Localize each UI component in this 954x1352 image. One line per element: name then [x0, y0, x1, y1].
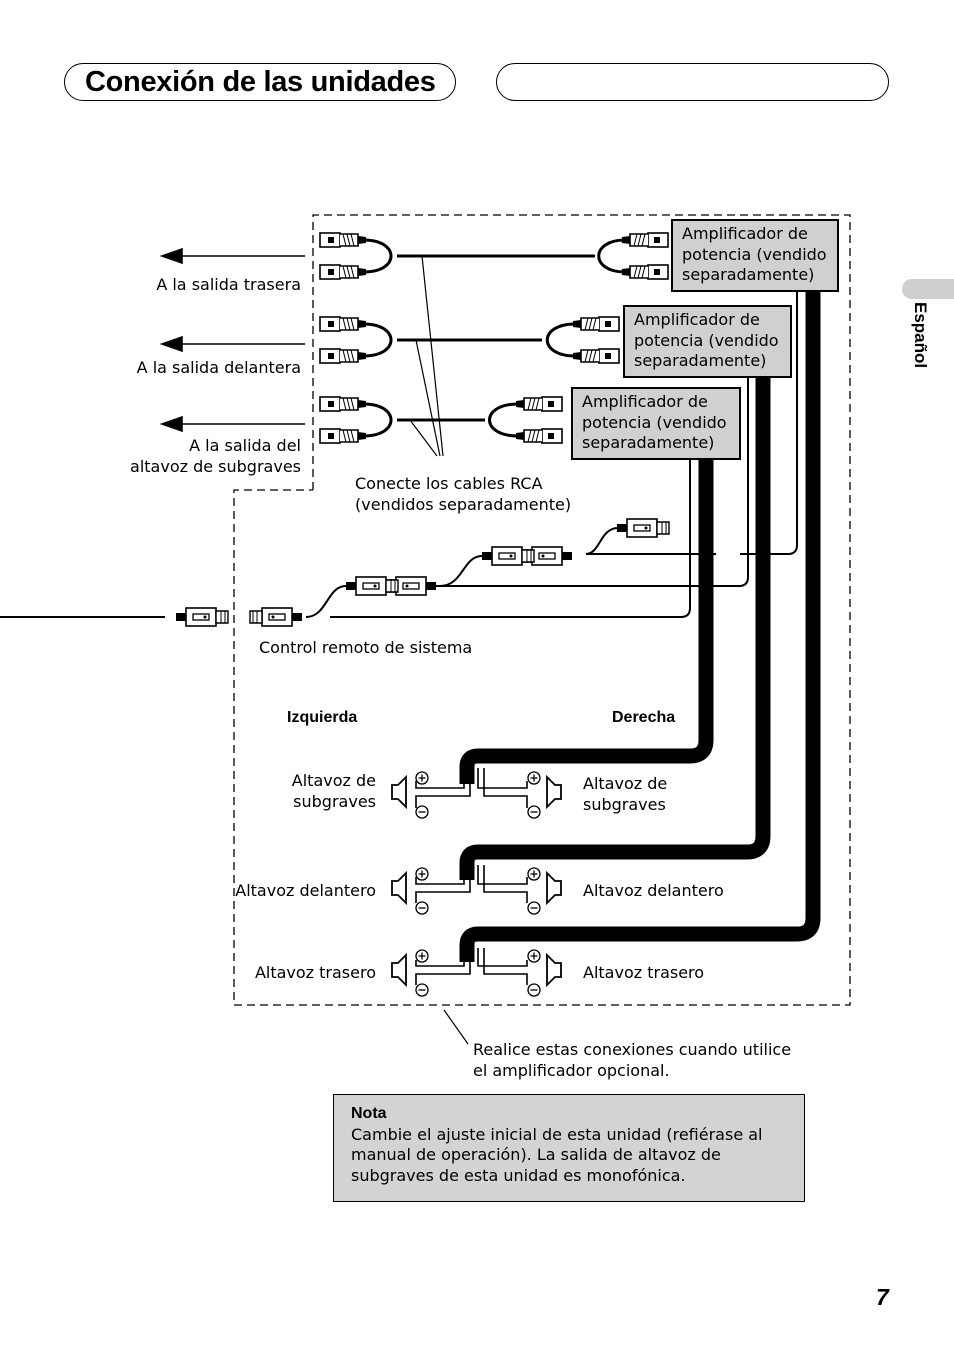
rca-cable-front: [319, 316, 620, 364]
label-right-rear: Altavoz trasero: [583, 963, 705, 982]
label-rear-output: A la salida trasera: [156, 275, 301, 294]
arrow-subwoofer: [159, 415, 305, 433]
speaker-front-left: [391, 867, 429, 915]
language-tab: [902, 279, 954, 299]
rca-cable-subwoofer: [319, 396, 563, 444]
note-body: Cambie el ajuste inicial de esta unidad …: [351, 1124, 763, 1185]
speaker-rear-left: [391, 949, 429, 997]
rca-note: Conecte los cables RCA (vendidos separad…: [355, 474, 572, 514]
page-title: Conexión de las unidades: [85, 66, 436, 98]
remote-label: Control remoto de sistema: [259, 638, 473, 657]
amplifier-box-rear: Amplificador de potencia (vendido separa…: [671, 219, 839, 292]
speaker-cables: [459, 292, 821, 962]
title-box: Conexión de las unidades: [64, 63, 456, 101]
remote-wires: [330, 292, 798, 618]
arrow-front: [159, 335, 305, 353]
note-box: Nota Cambie el ajuste inicial de esta un…: [333, 1094, 805, 1202]
label-right-front: Altavoz delantero: [583, 881, 724, 900]
label-front-output: A la salida delantera: [136, 358, 301, 377]
label-left-rear: Altavoz trasero: [254, 963, 376, 982]
speaker-wires: [415, 768, 528, 985]
speaker-rear-right: [527, 949, 562, 997]
side-right-heading: Derecha: [612, 709, 676, 726]
side-left-heading: Izquierda: [287, 709, 358, 726]
optional-area-outline: [233, 214, 851, 1006]
amplifier-box-front: Amplificador de potencia (vendido separa…: [623, 305, 792, 378]
header-blank-box: [496, 63, 889, 101]
remote-connectors: [0, 518, 670, 627]
rca-cable-rear: [319, 232, 669, 280]
page-number: 7: [876, 1284, 889, 1310]
amplifier-box-subwoofer: Amplificador de potencia (vendido separa…: [571, 387, 741, 460]
speaker-subwoofer-left: [391, 771, 429, 819]
label-subwoofer-output: A la salida del altavoz de subgraves: [130, 436, 301, 476]
optional-note-pointer: [443, 1009, 469, 1045]
arrow-rear: [159, 247, 305, 265]
optional-amplifier-note: Realice estas conexiones cuando utilice …: [473, 1040, 792, 1080]
rca-note-pointers: [409, 255, 444, 457]
label-left-subwoofer: Altavoz de subgraves: [291, 771, 376, 811]
speaker-front-right: [527, 867, 562, 915]
speaker-subwoofer-right: [527, 771, 562, 819]
note-title: Nota: [351, 1105, 387, 1122]
label-right-subwoofer: Altavoz de subgraves: [583, 774, 668, 814]
label-left-front: Altavoz delantero: [235, 881, 376, 900]
